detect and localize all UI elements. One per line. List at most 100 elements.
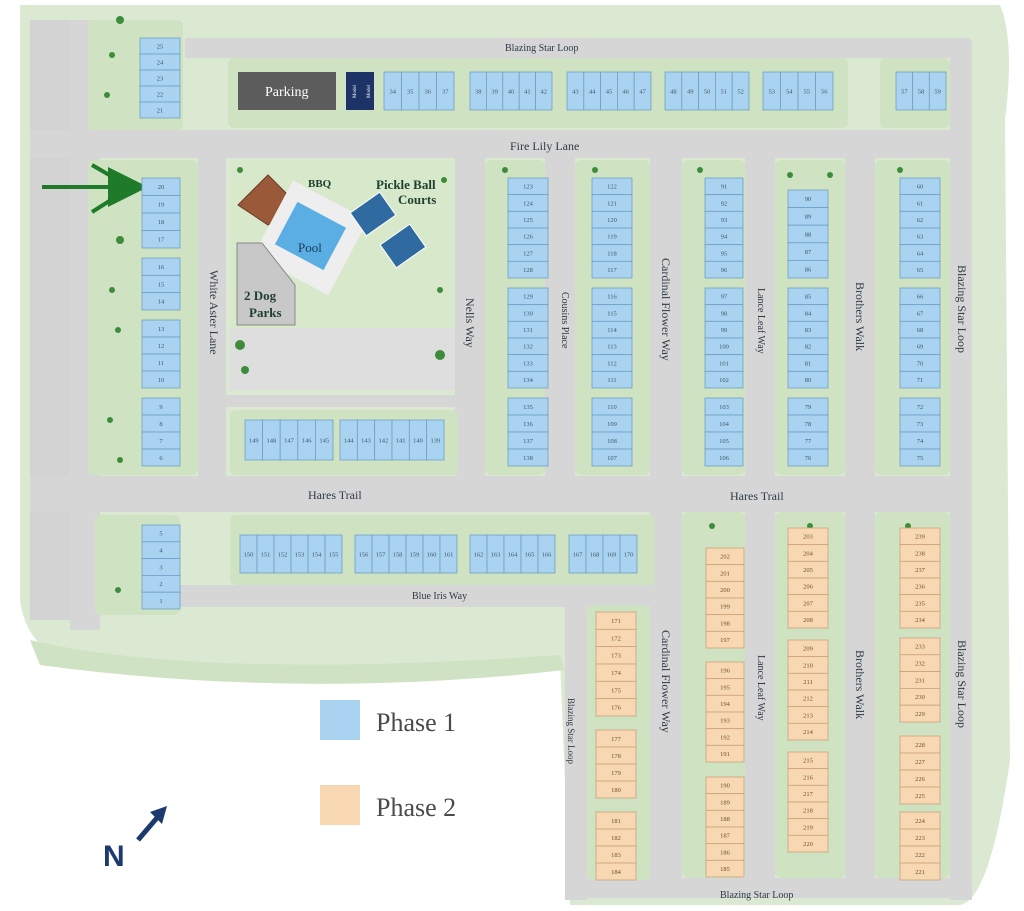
lot-65[interactable] [899,260,941,279]
lot-10[interactable] [141,370,181,389]
lot-145[interactable] [314,419,334,461]
lot-number-212: 212 [803,696,813,703]
lot-number-97: 97 [721,294,728,301]
lot-number-183: 183 [611,852,621,859]
pickleball-court-2 [379,223,427,269]
lot-number-167: 167 [573,551,584,558]
lot-number-204: 204 [803,550,814,557]
lot-number-191: 191 [720,751,730,758]
lot-139[interactable] [426,419,445,461]
lot-number-55: 55 [804,88,811,95]
lot-number-2: 2 [159,581,162,588]
street-label-blazing-star-bottom: Blazing Star Loop [720,890,793,901]
pickleball-court-1 [349,191,397,237]
lot-71[interactable] [899,370,941,389]
lot-107[interactable] [591,448,633,467]
lot-number-213: 213 [803,712,813,719]
lot-214[interactable] [787,722,829,741]
lot-number-3: 3 [159,564,162,571]
lot-197[interactable] [705,630,745,649]
street-label-fire-lily: Fire Lily Lane [510,139,579,153]
lot-37[interactable] [436,71,455,111]
lot-176[interactable] [595,698,637,717]
lot-225[interactable] [899,786,941,805]
lot-number-75: 75 [917,455,924,462]
lot-number-178: 178 [611,753,621,760]
lot-number-54: 54 [786,88,793,95]
lot-number-222: 222 [915,852,925,859]
lot-96[interactable] [704,260,744,279]
lot-80[interactable] [787,370,829,389]
model-label-1: Model [353,84,358,98]
lot-221[interactable] [899,862,941,881]
lot-111[interactable] [591,370,633,389]
tree-markers [104,16,911,593]
lot-161[interactable] [439,534,458,574]
lot-75[interactable] [899,448,941,467]
lot-170[interactable] [619,534,638,574]
lot-number-180: 180 [611,787,621,794]
compass-letter: N [103,840,125,873]
lot-number-224: 224 [915,818,926,825]
lot-number-230: 230 [915,694,925,701]
lot-number-38: 38 [475,88,482,95]
lot-47[interactable] [633,71,652,111]
lot-number-5: 5 [159,531,162,538]
lot-number-154: 154 [312,551,323,558]
lot-42[interactable] [535,71,553,111]
lot-229[interactable] [899,704,941,723]
lot-138[interactable] [507,448,549,467]
lot-number-19: 19 [158,202,165,209]
lot-number-147: 147 [284,437,295,444]
road-blazing-star-top [185,38,970,58]
lot-117[interactable] [591,260,633,279]
lot-number-215: 215 [803,758,813,765]
lot-number-92: 92 [721,200,728,207]
road-cardinal-flower [650,158,682,898]
lot-102[interactable] [704,370,744,389]
lot-number-223: 223 [915,835,925,842]
lot-185[interactable] [705,859,745,878]
parking-label: Parking [265,85,309,100]
green-space-edge [30,640,565,684]
model-home-1[interactable] [346,72,360,110]
lot-number-189: 189 [720,799,730,806]
lot-59[interactable] [928,71,947,111]
lot-76[interactable] [787,448,829,467]
lot-220[interactable] [787,834,829,853]
lot-number-193: 193 [720,718,730,725]
lot-14[interactable] [141,292,181,311]
lot-number-17: 17 [158,237,165,244]
lot-number-172: 172 [611,635,621,642]
lot-number-198: 198 [720,620,730,627]
lot-180[interactable] [595,780,637,799]
lot-17[interactable] [141,230,181,249]
dog-parks-area [236,242,296,326]
lot-208[interactable] [787,610,829,629]
lot-number-41: 41 [524,88,531,95]
lot-56[interactable] [815,71,834,111]
lot-number-117: 117 [607,267,617,274]
lot-184[interactable] [595,862,637,881]
lot-number-192: 192 [720,734,730,741]
lot-106[interactable] [704,448,744,467]
lot-52[interactable] [731,71,750,111]
lot-166[interactable] [537,534,556,574]
model-home-2[interactable] [360,72,374,110]
lot-1[interactable] [141,591,181,610]
lot-134[interactable] [507,370,549,389]
lot-number-22: 22 [157,91,164,98]
lot-number-118: 118 [607,250,617,257]
lot-6[interactable] [141,448,181,467]
lot-86[interactable] [787,259,829,279]
lot-number-216: 216 [803,774,814,781]
lot-234[interactable] [899,610,941,629]
lot-number-152: 152 [278,551,288,558]
lot-128[interactable] [507,260,549,279]
lot-number-112: 112 [607,360,617,367]
lot-191[interactable] [705,744,745,763]
lot-155[interactable] [324,534,343,574]
lot-21[interactable] [139,101,181,119]
parking-block[interactable] [238,72,336,110]
pool [274,201,347,271]
